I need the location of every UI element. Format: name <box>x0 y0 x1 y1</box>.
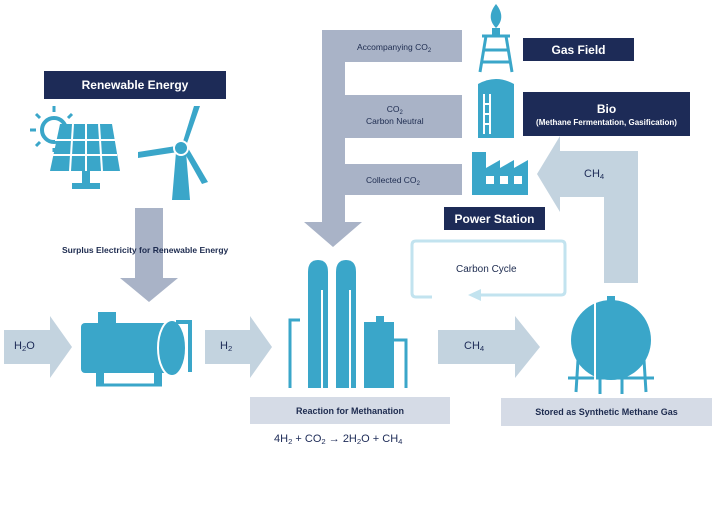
surplus-arrow <box>120 208 178 302</box>
solar-panel-icon <box>50 123 120 189</box>
ch4-main-ch: CH <box>464 340 480 352</box>
eq-sub-c: 2 <box>356 437 362 446</box>
ch4-return-sub: 4 <box>599 172 605 181</box>
bio-box: Bio (Methane Fermentation, Gasification) <box>523 92 690 136</box>
methanation-reactor-icon <box>288 260 408 388</box>
h2-h: H <box>220 340 228 352</box>
h2-sub: 2 <box>227 344 233 353</box>
eq-plus-2: + <box>372 433 380 445</box>
co2-down-arrow <box>304 30 462 247</box>
spherical-gas-tank-icon <box>568 296 654 394</box>
collected-co2-sub: 2 <box>416 181 420 187</box>
carbon-cycle-outline <box>410 239 567 297</box>
h2o-o: O <box>26 340 35 352</box>
eq-plus-1: + <box>295 433 302 445</box>
co2-sub: 2 <box>399 110 403 116</box>
carbon-cycle-arrowhead <box>468 289 481 301</box>
stored-gas-label: Stored as Synthetic Methane Gas <box>535 407 678 417</box>
eq-o: O <box>361 433 370 445</box>
ch4-main-arrow <box>438 316 540 378</box>
eq-co: CO <box>304 433 322 445</box>
eq-4h: 4H <box>274 433 289 445</box>
accompanying-co2-sub: 2 <box>427 48 432 54</box>
eq-2h: 2H <box>342 433 357 445</box>
carbon-cycle-outline-left <box>410 245 432 299</box>
accompanying-co2-label: Accompanying CO2 <box>357 42 431 54</box>
factory-icon <box>472 152 528 195</box>
eq-arrow: → <box>328 433 340 445</box>
wind-turbine-icon <box>138 106 208 200</box>
h2o-sub: 2 <box>21 344 27 353</box>
eq-sub-d: 4 <box>398 437 403 446</box>
reaction-label: Reaction for Methanation <box>295 405 404 416</box>
eq-sub-b: 2 <box>321 437 326 446</box>
co2-line: CO2 <box>366 104 424 116</box>
power-station-box: Power Station <box>444 207 545 230</box>
sun-icon <box>30 106 74 152</box>
ch4-return-ch: CH <box>584 168 600 180</box>
h2o-arrow-label: H2O <box>14 340 35 353</box>
stored-gas-box: Stored as Synthetic Methane Gas <box>501 398 712 426</box>
gas-flare-tower-icon <box>478 4 514 73</box>
eq-ch: CH <box>382 433 399 445</box>
ch4-return-arrow-label: CH4 <box>584 168 604 181</box>
surplus-electricity-label: Surplus Electricity for Renewable Energy <box>62 245 229 255</box>
bio-title: Bio <box>596 101 617 116</box>
ch4-main-arrow-label: CH4 <box>464 340 484 353</box>
methanation-equation: 4H2 + CO2 → 2H2O + CH4 <box>274 433 402 446</box>
bio-tank-icon <box>478 79 514 138</box>
carbon-neutral-label: CO2 Carbon Neutral <box>366 104 424 126</box>
reaction-box: Reaction for Methanation <box>250 397 450 424</box>
accompanying-co2-text: Accompanying CO <box>357 42 428 52</box>
gas-field-label: Gas Field <box>551 42 606 57</box>
carbon-cycle-label: Carbon Cycle <box>456 264 517 275</box>
ch4-main-sub: 4 <box>479 344 485 353</box>
h2-arrow <box>205 316 272 378</box>
renewable-energy-box: Renewable Energy <box>44 71 226 99</box>
eq-sub-a: 2 <box>288 437 293 446</box>
collected-co2-text: Collected CO <box>366 175 417 185</box>
ch4-return-arrow <box>537 136 638 283</box>
electrolyzer-tank-icon <box>81 312 192 387</box>
renewable-energy-label: Renewable Energy <box>81 78 189 92</box>
power-station-label: Power Station <box>454 211 535 226</box>
co2-text: CO <box>386 104 400 114</box>
h2o-h: H <box>14 340 22 352</box>
h2-arrow-label: H2 <box>220 340 232 353</box>
h2o-arrow <box>4 316 72 378</box>
collected-co2-label: Collected CO2 <box>366 175 420 187</box>
gas-field-box: Gas Field <box>523 38 634 61</box>
bio-subtitle: (Methane Fermentation, Gasification) <box>536 117 677 127</box>
carbon-neutral-text: Carbon Neutral <box>366 116 424 126</box>
